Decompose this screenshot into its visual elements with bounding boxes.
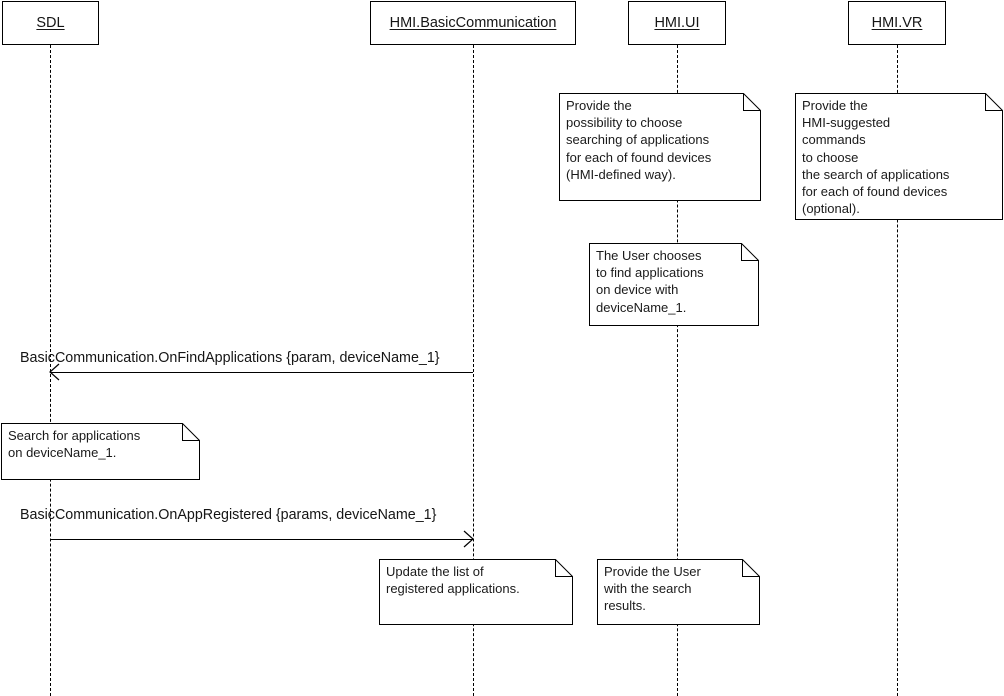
lifeline-header-bc[interactable]: HMI.BasicCommunication (370, 1, 576, 45)
note-outline (597, 559, 760, 625)
lifeline-header-ui[interactable]: HMI.UI (628, 1, 726, 45)
note-outline (795, 93, 1003, 220)
note-update-list-of-registered-applications: Update the list of registered applicatio… (379, 559, 573, 625)
message-label: BasicCommunication.OnFindApplications {p… (20, 350, 440, 366)
note-outline (379, 559, 573, 625)
lifeline-sdl (50, 45, 51, 696)
lifeline-header-vr[interactable]: HMI.VR (848, 1, 946, 45)
message-line (50, 539, 473, 540)
note-text: Provide the User with the search results… (604, 564, 701, 614)
message-label: BasicCommunication.OnAppRegistered {para… (20, 507, 437, 523)
note-text: Update the list of registered applicatio… (386, 564, 520, 597)
note-text: Provide the possibility to choose search… (566, 98, 712, 182)
message-line (50, 372, 473, 373)
note-text: The User chooses to find applications on… (596, 248, 704, 315)
note-outline (559, 93, 761, 201)
lifeline-vr (897, 45, 898, 696)
lifeline-header-label: HMI.VR (871, 15, 923, 31)
note-provide-hmi-suggested-commands: Provide the HMI-suggested commands to ch… (795, 93, 1003, 220)
note-search-for-applications: Search for applications on deviceName_1. (1, 423, 200, 480)
note-provide-possibility-to-choose: Provide the possibility to choose search… (559, 93, 761, 201)
note-text: Search for applications on deviceName_1. (8, 428, 141, 461)
lifeline-header-sdl[interactable]: SDL (2, 1, 99, 45)
lifeline-header-label: HMI.BasicCommunication (389, 15, 557, 31)
lifeline-bc (473, 45, 474, 696)
lifeline-header-label: SDL (36, 15, 65, 31)
note-outline (589, 243, 759, 326)
lifeline-header-label: HMI.UI (654, 15, 700, 31)
note-outline (1, 423, 200, 480)
note-user-chooses-to-find-applications: The User chooses to find applications on… (589, 243, 759, 326)
note-provide-user-with-search-results: Provide the User with the search results… (597, 559, 760, 625)
lifeline-ui (677, 45, 678, 696)
note-text: Provide the HMI-suggested commands to ch… (802, 98, 950, 217)
